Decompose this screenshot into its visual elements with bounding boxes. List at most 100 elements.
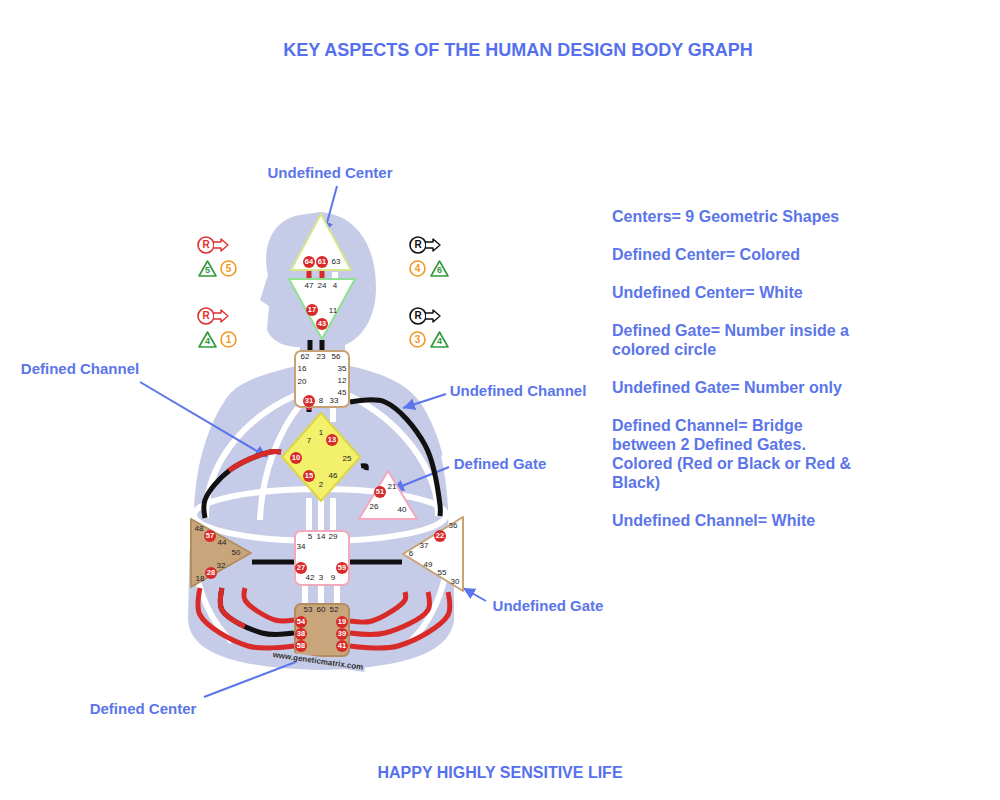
channel-line bbox=[350, 560, 402, 565]
legend-note: Undefined Center= White bbox=[612, 283, 862, 302]
defined-gate: 43 bbox=[316, 318, 328, 330]
gate-number: 60 bbox=[317, 606, 326, 614]
defined-gate: 28 bbox=[205, 567, 217, 579]
channel-overlay bbox=[220, 588, 294, 634]
center-shape bbox=[295, 604, 349, 656]
retrograde-symbol: R bbox=[197, 307, 229, 325]
gate-number: 40 bbox=[398, 506, 407, 514]
defined-gate: 10 bbox=[290, 452, 302, 464]
defined-gate-number: 10 bbox=[290, 452, 302, 464]
symbol-number: 3 bbox=[409, 331, 426, 348]
sacral-center: 275951429344239 bbox=[294, 530, 350, 586]
defined-gate-number: 43 bbox=[316, 318, 328, 330]
symbol-number: 4 bbox=[430, 334, 449, 348]
defined-gate-number: 59 bbox=[336, 562, 348, 574]
callout-label: Defined Center bbox=[90, 700, 197, 717]
gate-number: 46 bbox=[329, 472, 338, 480]
triangle-shape bbox=[199, 332, 216, 347]
gate-number: 35 bbox=[338, 365, 347, 373]
gate-number: 30 bbox=[451, 578, 460, 586]
center-shape bbox=[359, 471, 417, 519]
gate-number: 48 bbox=[195, 525, 204, 533]
channel-line bbox=[204, 452, 281, 518]
center-shape bbox=[403, 517, 463, 591]
callout-label: Undefined Gate bbox=[493, 597, 604, 614]
retrograde-symbol: R bbox=[409, 307, 441, 325]
defined-gate-number: 19 bbox=[336, 616, 348, 628]
channel-line bbox=[252, 560, 294, 565]
defined-gate: 22 bbox=[434, 530, 446, 542]
defined-gate: 61 bbox=[316, 256, 328, 268]
gate-number: 23 bbox=[317, 353, 326, 361]
circle-shape bbox=[410, 332, 425, 347]
legend-note: Undefined Channel= White bbox=[612, 511, 862, 530]
gate-number: 49 bbox=[424, 561, 433, 569]
gate-number: 56 bbox=[332, 353, 341, 361]
root-center: 543858193941536052 bbox=[294, 603, 350, 657]
gate-number: 53 bbox=[304, 606, 313, 614]
triangle-shape bbox=[199, 261, 216, 276]
center-shape bbox=[289, 279, 355, 339]
gate-number: 4 bbox=[333, 282, 337, 290]
undefined-channels bbox=[191, 272, 451, 642]
defined-gate-number: 57 bbox=[204, 530, 216, 542]
arrow-symbol bbox=[426, 239, 440, 251]
center-shape bbox=[291, 214, 351, 270]
defined-gate: 27 bbox=[295, 562, 307, 574]
callout-label: Defined Gate bbox=[454, 455, 547, 472]
symbol-number: R bbox=[409, 307, 427, 325]
gate-number: 9 bbox=[331, 574, 335, 582]
gate-number: 8 bbox=[319, 397, 323, 405]
triangle-shape bbox=[431, 261, 448, 276]
head-center: 6461 63 bbox=[290, 213, 352, 271]
channel-line bbox=[244, 588, 294, 621]
arrow-symbol bbox=[426, 310, 440, 322]
legend-note: Defined Channel= Bridge between 2 Define… bbox=[612, 416, 862, 492]
g-center: 1310151725462 bbox=[281, 412, 361, 502]
line-triangle: 5 bbox=[198, 260, 217, 277]
defined-gate: 31 bbox=[303, 395, 315, 407]
defined-gate: 17 bbox=[306, 304, 318, 316]
gate-number: 1 bbox=[319, 429, 323, 437]
defined-gate: 38 bbox=[295, 628, 307, 640]
gate-number: 63 bbox=[332, 258, 341, 266]
channel-line bbox=[350, 592, 429, 634]
gate-number: 24 bbox=[318, 282, 327, 290]
defined-gate-number: 61 bbox=[316, 256, 328, 268]
channel-line bbox=[320, 271, 325, 278]
retrograde-symbol: R bbox=[409, 236, 441, 254]
ajna-center: 17434724411 bbox=[288, 278, 356, 340]
defined-gate-number: 22 bbox=[434, 530, 446, 542]
symbol-number: R bbox=[409, 236, 427, 254]
center-shape bbox=[191, 519, 251, 587]
symbol-number: 1 bbox=[220, 331, 237, 348]
channel-line bbox=[220, 588, 294, 634]
center-outline bbox=[409, 307, 441, 325]
gate-number: 62 bbox=[301, 353, 310, 361]
gate-number: 5 bbox=[308, 533, 312, 541]
circle-shape bbox=[198, 237, 214, 253]
legend-note: Centers= 9 Geometric Shapes bbox=[612, 207, 862, 226]
arrow-symbol bbox=[214, 239, 228, 251]
gate-number: 52 bbox=[330, 606, 339, 614]
defined-gate: 54 bbox=[295, 616, 307, 628]
defined-gate-number: 51 bbox=[374, 486, 386, 498]
defined-gate: 59 bbox=[336, 562, 348, 574]
symbol-number: 4 bbox=[409, 260, 426, 277]
gate-number: 37 bbox=[420, 542, 429, 550]
gate-number: 26 bbox=[370, 503, 379, 511]
channel-line bbox=[350, 592, 406, 622]
defined-gate: 15 bbox=[303, 470, 315, 482]
channel-line bbox=[350, 592, 450, 648]
arrow-symbol bbox=[214, 310, 228, 322]
defined-gate-number: 17 bbox=[306, 304, 318, 316]
gate-number: 55 bbox=[438, 569, 447, 577]
defined-gate-number: 27 bbox=[295, 562, 307, 574]
defined-gate: 19 bbox=[336, 616, 348, 628]
channel-overlay bbox=[204, 452, 281, 518]
defined-gate-number: 15 bbox=[303, 470, 315, 482]
defined-gate: 64 bbox=[303, 256, 315, 268]
caption: HAPPY HIGHLY SENSITIVE LIFE bbox=[377, 764, 622, 782]
center-outline bbox=[409, 236, 441, 254]
